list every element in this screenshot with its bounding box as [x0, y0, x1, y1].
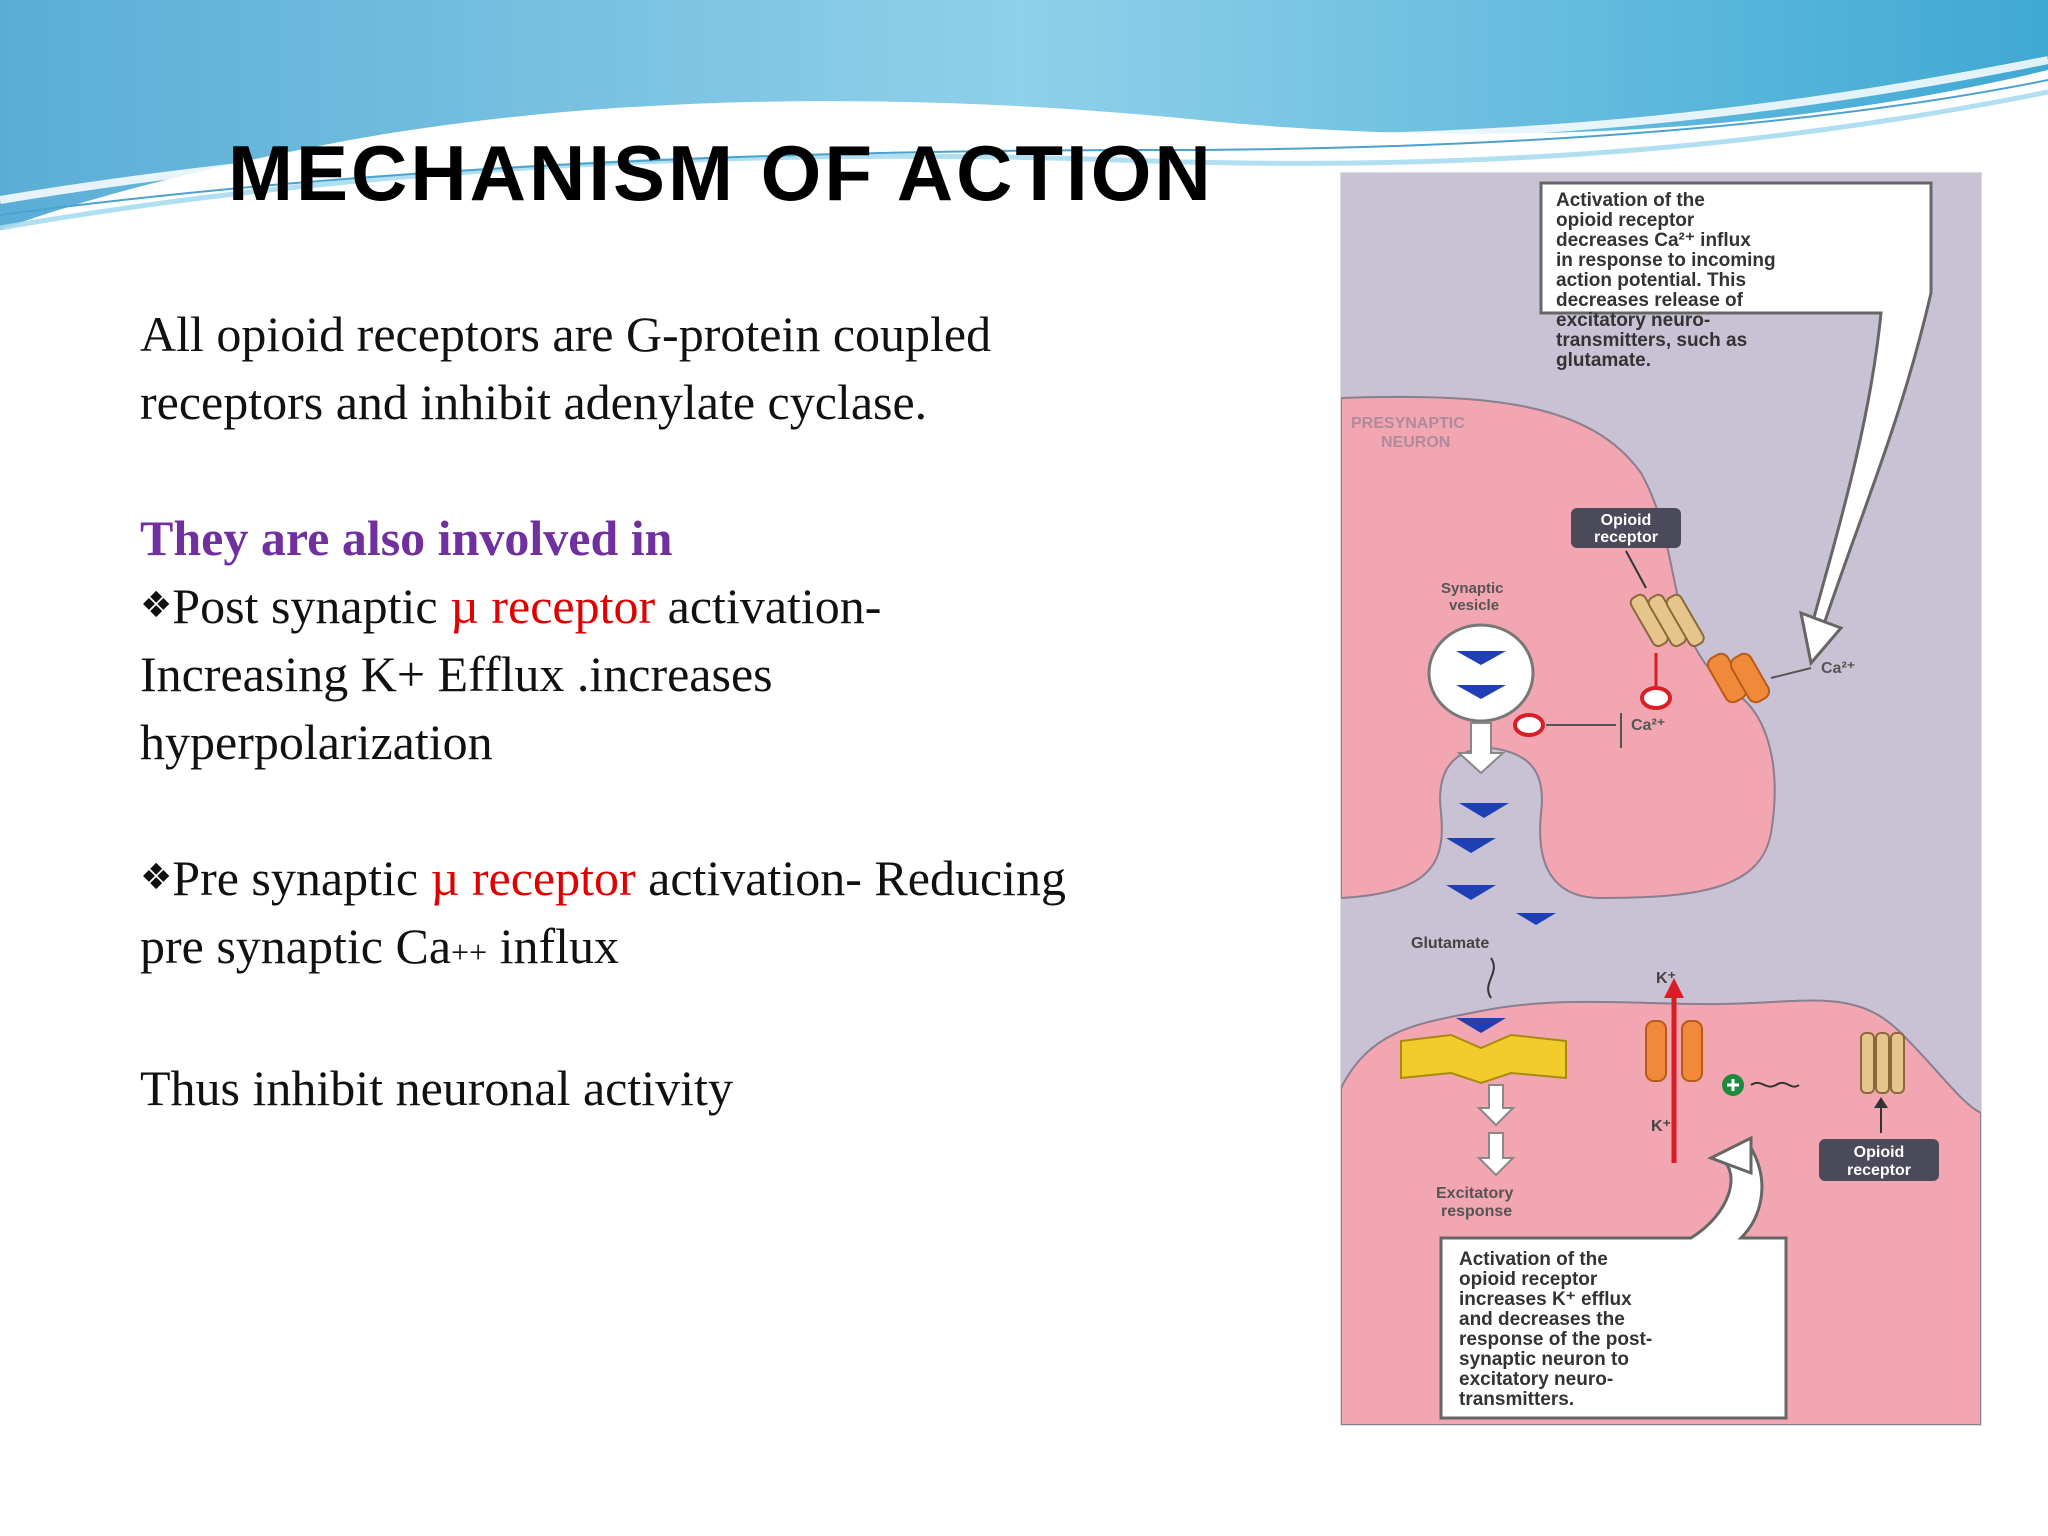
- slide-body: All opioid receptors are G-protein coupl…: [140, 300, 1290, 1122]
- release-arrow: [1456, 722, 1506, 775]
- callout-bottom-line: response of the post-: [1459, 1329, 1652, 1350]
- svg-text:receptor: receptor: [1847, 1162, 1911, 1179]
- opioid-receptor-label-top: [1571, 508, 1681, 548]
- svg-text:receptor: receptor: [1594, 529, 1658, 546]
- callout-top-line: action potential. This: [1556, 270, 1746, 291]
- bullet-1-line-3: hyperpolarization: [140, 714, 493, 770]
- intro-line-1: All opioid receptors are G-protein coupl…: [140, 306, 992, 362]
- synaptic-vesicle: [1427, 623, 1535, 723]
- svg-text:PRESYNAPTIC: PRESYNAPTIC: [1351, 415, 1465, 432]
- svg-text:Synaptic: Synaptic: [1441, 580, 1504, 597]
- callout-top-line: transmitters, such as: [1556, 330, 1747, 351]
- potassium-channel: [1645, 1020, 1703, 1082]
- callout-bottom-line: opioid receptor: [1459, 1269, 1598, 1290]
- callout-bottom-text: Activation of the opioid receptor increa…: [1459, 1249, 1652, 1410]
- k-label-top: K⁺: [1656, 970, 1676, 987]
- presynaptic-neuron: [1341, 395, 1776, 900]
- glutamate-molecule: [1456, 1018, 1506, 1033]
- inhibit-sign: [1640, 686, 1672, 710]
- inhibit-sign: [1513, 713, 1545, 737]
- glutamate-receptor: [1400, 1033, 1567, 1085]
- svg-text:NEURON: NEURON: [1381, 434, 1450, 451]
- synaptic-vesicle-label: Synaptic vesicle: [1441, 580, 1504, 614]
- bullet-1-line-2: Increasing K+ Efflux .increases: [140, 646, 773, 702]
- callout-top-text: Activation of the opioid receptor decrea…: [1556, 190, 1776, 371]
- conclusion: Thus inhibit neuronal activity: [140, 1060, 733, 1116]
- callout-bottom-line: excitatory neuro-: [1459, 1369, 1613, 1390]
- bullet-icon: ❖: [140, 585, 173, 626]
- glutamate-label: Glutamate: [1411, 935, 1489, 952]
- mu-receptor-highlight: µ receptor: [450, 578, 656, 634]
- svg-text:Opioid: Opioid: [1601, 512, 1652, 529]
- callout-top-arrowhead: [1798, 610, 1844, 667]
- callout-top-line: decreases Ca²⁺ influx: [1556, 230, 1751, 251]
- glutamate-molecule: [1446, 838, 1496, 853]
- svg-text:Excitatory: Excitatory: [1436, 1185, 1513, 1202]
- svg-text:response: response: [1441, 1203, 1512, 1220]
- mu-receptor-highlight: µ receptor: [430, 850, 636, 906]
- opioid-receptor-top: [1629, 593, 1705, 648]
- intro-line-2: receptors and inhibit adenylate cyclase.: [140, 374, 928, 430]
- ca-label-right: Ca²⁺: [1821, 660, 1855, 677]
- bullet-2-line-2: pre synaptic Ca++ influx: [140, 918, 620, 974]
- glutamate-molecule: [1446, 885, 1496, 900]
- synapse-diagram: Activation of the opioid receptor decrea…: [1340, 172, 1982, 1426]
- excitatory-arrow: [1476, 1132, 1516, 1177]
- excitatory-response-label: Excitatory response: [1436, 1185, 1513, 1220]
- callout-top-line: in response to incoming: [1556, 250, 1776, 271]
- ca-label-inner: Ca²⁺: [1631, 717, 1665, 734]
- bullet-icon: ❖: [140, 857, 173, 898]
- subheading: They are also involved in: [140, 510, 673, 566]
- decorative-wave-header: [0, 0, 2048, 231]
- callout-bottom-line: increases K⁺ efflux: [1459, 1289, 1632, 1310]
- k-label-bottom: K⁺: [1651, 1118, 1671, 1135]
- callout-top-line: Activation of the: [1556, 190, 1705, 211]
- callout-bottom-line: Activation of the: [1459, 1249, 1608, 1270]
- callout-top-line: opioid receptor: [1556, 210, 1695, 231]
- glutamate-molecule: [1516, 913, 1556, 925]
- excitatory-arrow: [1476, 1084, 1516, 1127]
- opioid-receptor-label-bottom: [1819, 1139, 1939, 1181]
- callout-bottom-line: and decreases the: [1459, 1309, 1625, 1330]
- svg-text:vesicle: vesicle: [1449, 597, 1499, 614]
- bullet-1-line-1: ❖Post synaptic µ receptor activation-: [140, 578, 882, 634]
- glutamate-molecule: [1456, 651, 1506, 665]
- glutamate-molecule: [1456, 685, 1506, 699]
- callout-top-line: excitatory neuro-: [1556, 310, 1710, 331]
- callout-bottom-arrowhead: [1707, 1135, 1753, 1176]
- opioid-receptor-bottom: [1860, 1032, 1905, 1094]
- calcium-channel: [1706, 652, 1771, 704]
- presynaptic-label: PRESYNAPTIC NEURON: [1351, 415, 1465, 451]
- callout-bottom-line: transmitters.: [1459, 1389, 1574, 1410]
- glutamate-molecule: [1459, 803, 1509, 818]
- bullet-2-line-1: ❖Pre synaptic µ receptor activation- Red…: [140, 850, 1067, 906]
- callout-top-line: glutamate.: [1556, 350, 1651, 371]
- svg-text:Opioid: Opioid: [1854, 1144, 1905, 1161]
- callout-top-line: decreases release of: [1556, 290, 1744, 311]
- callout-bottom-line: synaptic neuron to: [1459, 1349, 1629, 1370]
- slide-title: MECHANISM OF ACTION: [228, 129, 1214, 217]
